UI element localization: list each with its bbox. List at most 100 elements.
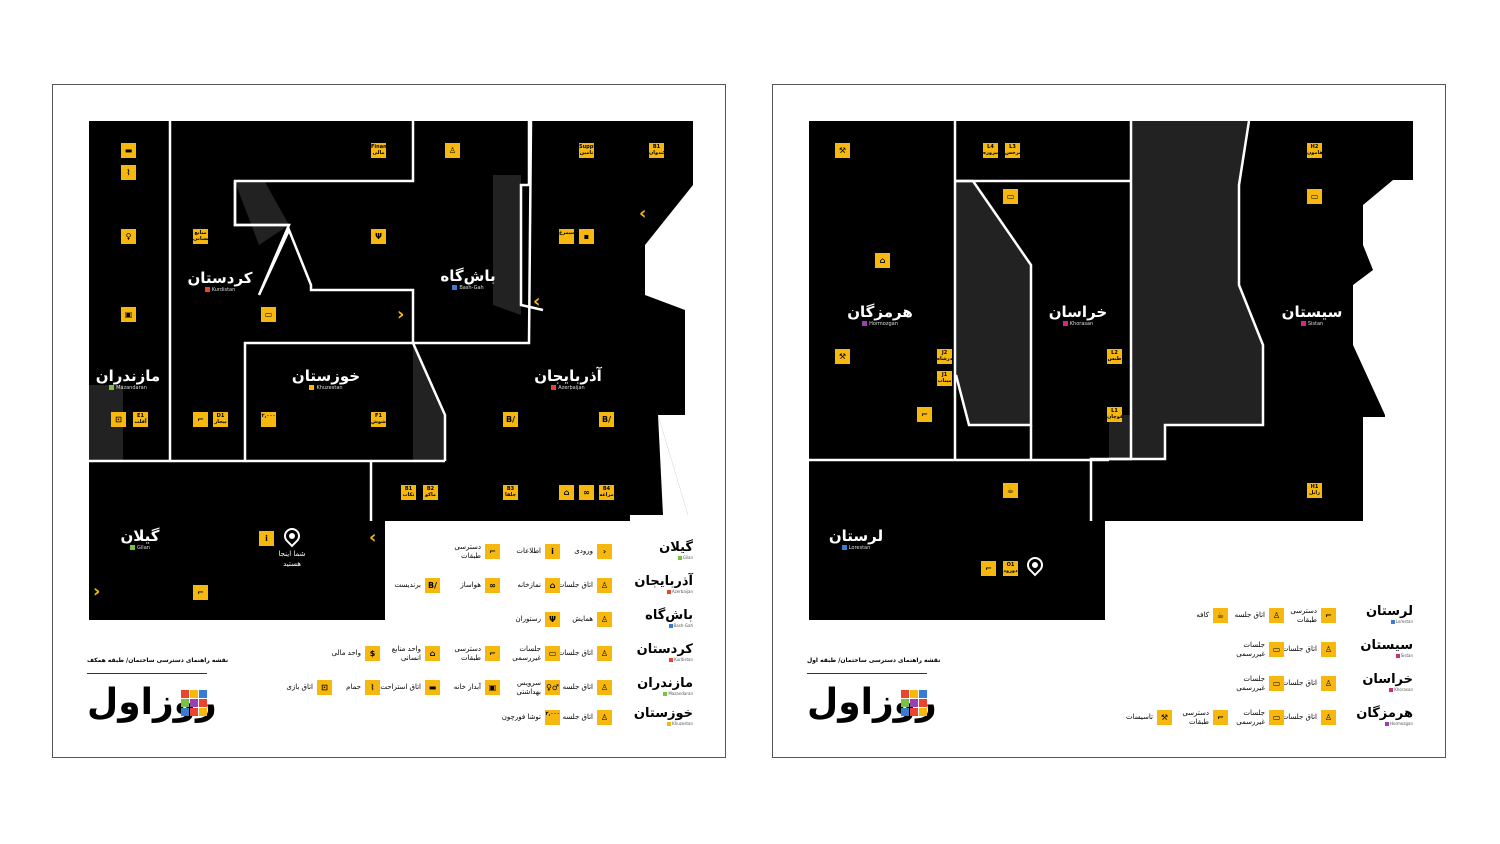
room-b4[interactable]: B4 مراغه	[599, 485, 614, 500]
zone-gilan[interactable]: گیلان Gilan	[95, 527, 185, 552]
entrance-arrow-icon[interactable]: ›	[397, 304, 405, 325]
legend-item: دسترسی طبقات⌐	[1165, 707, 1228, 727]
bath-icon[interactable]: ⌇	[121, 165, 136, 180]
room-b3[interactable]: B3 جلفا	[503, 485, 518, 500]
legend-item: اتاق جلسات♙	[549, 575, 612, 595]
zone-khorasan[interactable]: خراسان Khorasan	[1033, 303, 1123, 328]
tools-icon: ⚒	[1157, 710, 1172, 725]
stairs-icon: ⌐	[1213, 710, 1228, 725]
zone-name: لرستان	[828, 527, 884, 545]
zone-name-en: Gilan	[137, 545, 150, 551]
you-are-here-label: شما اینجا هستید	[1022, 580, 1050, 598]
room-d1[interactable]: D1 بیجار	[213, 412, 228, 427]
sofa-icon[interactable]: ▭	[1003, 189, 1018, 204]
room-tosha[interactable]: ۲,۰۰۰	[261, 412, 276, 427]
zone-name: خوزستان	[291, 367, 361, 385]
legend-item: حمام⌇	[317, 677, 380, 697]
zone-name: کردستان	[187, 269, 253, 287]
legend-item: واحد منابع انسانی⌂	[377, 643, 440, 663]
brand-logo-mark-icon	[901, 690, 927, 716]
room-supply[interactable]: Supply تامین	[579, 143, 594, 158]
game-icon[interactable]: ⊡	[111, 412, 126, 427]
legend-item: جلسات غیررسمی▭	[1221, 673, 1284, 693]
ground-floor-sheet: کردستان Kurdistan باش‌گاه Bash-Gah مازند…	[52, 84, 726, 758]
stairs-icon[interactable]: ⌐	[917, 407, 932, 422]
meeting-chair-icon: ♙	[1269, 608, 1284, 623]
legend-item: هواساز∞	[437, 575, 500, 595]
zone-bash-gah[interactable]: باش‌گاه Bash-Gah	[423, 267, 513, 292]
zone-kurdistan[interactable]: کردستان Kurdistan	[175, 269, 265, 294]
corridor-shade-2	[493, 175, 521, 315]
zone-hormozgan[interactable]: هرمزگان Hormozgan	[835, 303, 925, 328]
wc-icon[interactable]: ♀	[121, 229, 136, 244]
room-hr[interactable]: منابع انسانی	[193, 229, 208, 244]
stairs-icon[interactable]: ⌐	[193, 585, 208, 600]
zone-name: سیستان	[1281, 303, 1343, 321]
zone-name-en: Bash-Gah	[459, 285, 484, 291]
zone-mazandaran[interactable]: مازندران Mazandaran	[83, 367, 173, 392]
tosha-icon: ۲,۰۰۰	[545, 710, 560, 725]
zone-khuzestan[interactable]: خوزستان Khuzestan	[281, 367, 371, 392]
room-b1-takab[interactable]: B1 تکاب	[401, 485, 416, 500]
restaurant-icon[interactable]: Ψ	[371, 229, 386, 244]
room-h2[interactable]: H2 هامون	[1307, 143, 1322, 158]
zone-name-en: Kurdistan	[211, 287, 236, 293]
room-l1[interactable]: L1 قوچان	[1107, 407, 1122, 422]
zone-sistan[interactable]: سیستان Sistan	[1267, 303, 1357, 328]
entrance-arrow-icon[interactable]: ‹	[369, 527, 377, 548]
legend-zone-azerbaijan: آذربایجان Azerbaijan	[634, 574, 693, 594]
legend-item: سرویس بهداشتی♀♂	[516, 678, 560, 696]
home-icon[interactable]: ⌂	[875, 253, 890, 268]
stairs-icon[interactable]: ⌐	[981, 561, 996, 576]
room-f1[interactable]: F1 شوش	[371, 412, 386, 427]
brand-icon[interactable]: B/	[599, 412, 614, 427]
legend-item: جلسات غیررسمی▭	[1221, 639, 1284, 659]
zone-name-en: Sistan	[1307, 321, 1324, 327]
room-j1[interactable]: J1 میناب	[937, 371, 952, 386]
tools-icon[interactable]: ⚒	[835, 349, 850, 364]
finance-icon: $	[365, 646, 380, 661]
stairs-icon[interactable]: ⌐	[193, 412, 208, 427]
zone-lorestan[interactable]: لرستان Lorestan	[811, 527, 901, 552]
legend-item: آبدار خانه▣	[437, 677, 500, 697]
kitchen-icon[interactable]: ▣	[121, 307, 136, 322]
legend-zone-bash-gah: باش‌گاه Bash-Gah	[645, 608, 693, 628]
room-l3[interactable]: L3 سرخس	[1005, 143, 1020, 158]
cafe-icon[interactable]: ☕	[1003, 483, 1018, 498]
camera-icon[interactable]: ▪	[579, 229, 594, 244]
room-h1[interactable]: H1 زابل	[1307, 483, 1322, 498]
zone-name: باش‌گاه	[440, 267, 496, 285]
room-j2[interactable]: J2 بندرشاه	[937, 349, 952, 364]
room-b1-kandovan[interactable]: B1 کندوان	[649, 143, 664, 158]
room-l4[interactable]: L4 فیروزه	[983, 143, 998, 158]
sofa-icon[interactable]: ▭	[1307, 189, 1322, 204]
conference-icon[interactable]: ♙	[445, 143, 460, 158]
brand-icon[interactable]: B/	[503, 412, 518, 427]
zone-name-en: Mazandaran	[116, 385, 147, 391]
room-b2[interactable]: B2 ماکو	[423, 485, 438, 500]
bed-icon[interactable]: ▬	[121, 143, 136, 158]
corridor-shade-1	[235, 182, 289, 245]
plan-walls	[89, 120, 544, 521]
sofa-icon: ▭	[1269, 676, 1284, 691]
plan-mass-main	[89, 121, 693, 620]
entrance-arrow-icon[interactable]: ›	[93, 581, 101, 602]
corridor-shade-1	[956, 181, 1031, 425]
room-simorgh[interactable]: سیمرغ	[559, 229, 574, 244]
bike-icon[interactable]: ∞	[579, 485, 594, 500]
prayer-room-icon[interactable]: ⌂	[559, 485, 574, 500]
room-e1[interactable]: E1 آفلت	[133, 412, 148, 427]
room-o1[interactable]: O1 دورود	[1003, 561, 1018, 576]
tools-icon[interactable]: ⚒	[835, 143, 850, 158]
room-financial[interactable]: Financial مالی	[371, 143, 386, 158]
map-subtitle: نقشه راهنمای دسترسی ساختمان/ طبقه همکف	[87, 657, 229, 664]
info-icon[interactable]: i	[259, 531, 274, 546]
zone-name-en: Azerbaijan	[558, 385, 585, 391]
entrance-arrow-icon[interactable]: ‹	[533, 291, 541, 312]
sofa-icon[interactable]: ▭	[261, 307, 276, 322]
legend-item: اتاق جلسه♙	[1221, 605, 1284, 625]
zone-azerbaijan[interactable]: آذربایجان Azerbaijan	[523, 367, 613, 392]
room-l2[interactable]: L2 طبس	[1107, 349, 1122, 364]
entrance-arrow-icon[interactable]: ‹	[639, 203, 647, 224]
